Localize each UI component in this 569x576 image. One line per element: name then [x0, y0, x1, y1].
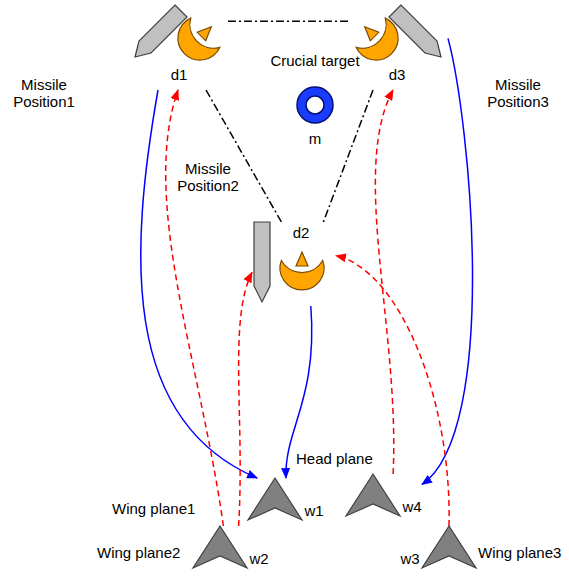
radar-label: d1: [166, 66, 192, 83]
plane-label: Wing plane3: [478, 544, 561, 561]
position-label: Missile Position2: [168, 160, 248, 194]
plane-symbol: [422, 526, 476, 568]
radar-antenna: [365, 27, 379, 41]
radar-antenna: [296, 252, 308, 266]
target-ring: [297, 87, 333, 123]
plane-id: w1: [304, 502, 324, 519]
plane-id: w3: [400, 550, 420, 567]
plane-label: Head plane: [296, 450, 373, 467]
plane-symbol: [193, 526, 247, 568]
position-label: Missile Position3: [472, 76, 564, 110]
missile-position: Missile Position1d1: [128, 4, 228, 90]
plane-symbol: [346, 474, 400, 516]
missile-symbol: [254, 222, 270, 302]
plane-symbol: [248, 478, 302, 520]
plane-label: Wing plane2: [97, 544, 180, 561]
missile-position: Missile Position3d3: [348, 4, 448, 90]
plane-label: Wing plane1: [112, 500, 195, 517]
link-line: [206, 90, 281, 222]
jamming-arrow: [166, 90, 224, 526]
jamming-arrow: [239, 272, 252, 526]
jamming-arrow: [375, 90, 393, 474]
plane-id: w2: [249, 550, 269, 567]
radar-symbol: [356, 18, 398, 60]
plane-id: w4: [402, 498, 422, 515]
missile-position: Missile Position2d2: [252, 222, 336, 306]
signal-arrow: [422, 38, 473, 484]
link-line: [228, 20, 348, 22]
plane: Wing plane1w1: [248, 478, 324, 520]
plane: Wing plane3w3: [400, 526, 476, 568]
target-id: m: [300, 130, 330, 147]
target-hole: [306, 96, 324, 114]
radar-label: d3: [384, 66, 410, 83]
plane: Head planew4: [346, 474, 422, 516]
crucial-target: Crucial targetm: [245, 52, 385, 152]
radar-symbol: [178, 18, 220, 60]
radar-label: d2: [288, 224, 314, 241]
position-label: Missile Position1: [4, 76, 84, 110]
radar-antenna: [197, 27, 211, 41]
plane: Wing plane2w2: [193, 526, 269, 568]
